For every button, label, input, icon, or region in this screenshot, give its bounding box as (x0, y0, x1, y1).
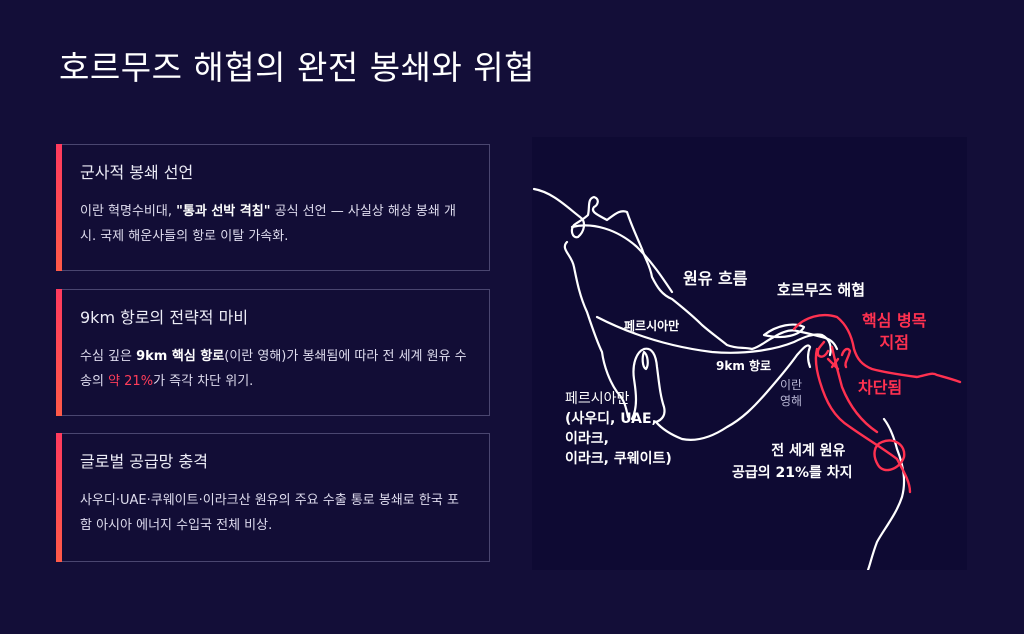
card-body: 사우디·UAE·쿠웨이트·이라크산 원유의 주요 수출 통로 봉쇄로 한국 포함… (80, 493, 459, 533)
card-body: 이란 혁명수비대, "통과 선박 격침" 공식 선언 — 사실상 해상 봉쇄 개… (80, 204, 456, 244)
card-accent-bar (56, 144, 62, 271)
map-coastline-drawing (532, 187, 962, 570)
info-card-military-blockade: 군사적 봉쇄 선언 이란 혁명수비대, "통과 선박 격침" 공식 선언 — 사… (56, 144, 490, 271)
map-label-gulf-states: 페르시아만(사우디, UAE,이라크,이라크, 쿠웨이트) (565, 391, 672, 467)
emphasis-text: 9km 핵심 항로 (136, 349, 225, 364)
info-card-supply-chain-shock: 글로벌 공급망 충격 사우디·UAE·쿠웨이트·이라크산 원유의 주요 수출 통… (56, 433, 490, 562)
card-title: 글로벌 공급망 충격 (80, 452, 208, 471)
highlight-percentage: 약 21% (108, 374, 154, 389)
card-accent-bar (56, 433, 62, 562)
map-label-strait: 호르무즈 해협 (777, 281, 866, 299)
card-title: 군사적 봉쇄 선언 (80, 163, 194, 182)
page-title: 호르무즈 해협의 완전 봉쇄와 위협 (59, 48, 535, 87)
map-label-oil-flow: 원유 흐름 (683, 269, 748, 288)
card-accent-bar (56, 289, 62, 416)
info-card-route-paralysis: 9km 항로의 전략적 마비 수심 깊은 9km 핵심 항로(이란 영해)가 봉… (56, 289, 490, 416)
map-label-9km-route: 9km 항로 (716, 359, 772, 373)
map-label-blocked: 차단됨 (858, 378, 903, 397)
card-title: 9km 항로의 전략적 마비 (80, 308, 249, 327)
card-body: 수심 깊은 9km 핵심 항로(이란 영해)가 봉쇄됨에 따라 전 세계 원유 … (80, 349, 467, 389)
map-label-persian-gulf: 페르시아만 (624, 319, 680, 333)
emphasis-text: "통과 선박 격침" (176, 204, 271, 219)
